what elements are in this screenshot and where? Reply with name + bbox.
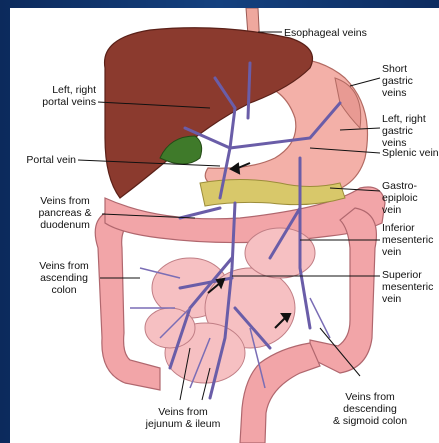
- diagram-panel: Esophageal veins Short gastric veins Lef…: [10, 8, 439, 443]
- label-ascending-colon-veins: Veins from ascending colon: [28, 260, 100, 296]
- label-short-gastric-veins: Short gastric veins: [382, 63, 439, 99]
- label-esophageal-veins: Esophageal veins: [284, 27, 367, 39]
- label-left-right-gastric-veins: Left, right gastric veins: [382, 113, 439, 149]
- label-gastro-epiploic-vein: Gastro- epiploic vein: [382, 180, 439, 216]
- label-jejunum-ileum-veins: Veins from jejunum & ileum: [128, 406, 238, 430]
- sigmoid-colon: [240, 343, 320, 443]
- label-pancreas-duodenum-veins: Veins from pancreas & duodenum: [30, 195, 100, 231]
- label-inferior-mesenteric-vein: Inferior mesenteric vein: [382, 222, 433, 258]
- label-splenic-vein: Splenic vein: [382, 147, 439, 159]
- label-left-right-portal-veins: Left, right portal veins: [24, 84, 96, 108]
- label-portal-vein: Portal vein: [14, 154, 76, 166]
- ascending-colon: [95, 213, 160, 390]
- label-descending-sigmoid-veins: Veins from descending & sigmoid colon: [315, 391, 425, 427]
- label-superior-mesenteric-vein: Superior mesenteric vein: [382, 269, 433, 305]
